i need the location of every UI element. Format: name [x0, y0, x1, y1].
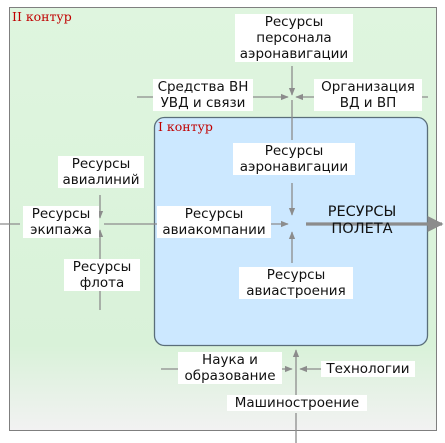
node-science-education: Наука и образование [178, 352, 282, 384]
node-airline-company: Ресурсы авиакомпании [157, 206, 271, 238]
node-air-navigation: Ресурсы аэронавигации [233, 143, 355, 175]
node-machine-building: Машиностроение [227, 395, 367, 411]
node-fleet-resources: Ресурсы флота [64, 259, 140, 291]
inner-contour-title: I контур [158, 119, 213, 134]
node-airspace-means: Средства ВН УВД и связи [153, 79, 253, 111]
node-technologies: Технологии [321, 361, 415, 377]
outer-contour-title: II контур [12, 9, 72, 24]
node-airline-resources: Ресурсы авиалиний [58, 156, 144, 188]
node-air-navigation-personnel: Ресурсы персонала аэронавигации [235, 14, 353, 62]
node-flight-resources: РЕСУРСЫ ПОЛЕТА [327, 204, 397, 237]
node-airspace-organization: Организация ВД и ВП [314, 79, 422, 111]
node-crew-resources: Ресурсы экипажа [23, 206, 99, 238]
node-aircraft-industry: Ресурсы авиастроения [239, 267, 353, 299]
